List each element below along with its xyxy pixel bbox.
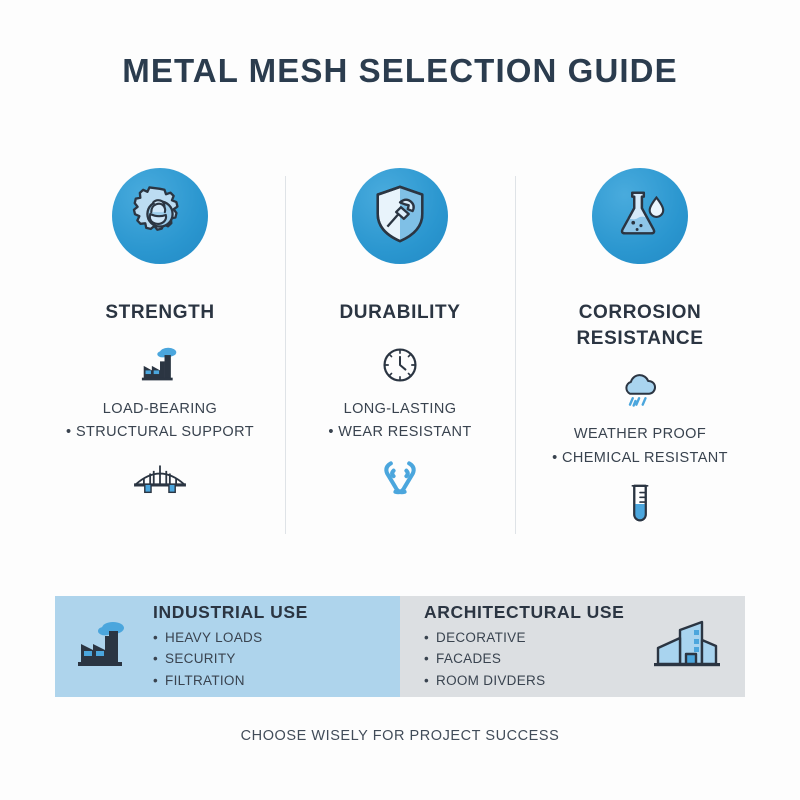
corrosion-resistance-sub-icon-top <box>618 373 662 413</box>
list-item: FACADES <box>424 648 624 669</box>
architectural-panel-body: ARCHITECTURAL USE DECORATIVE FACADES ROO… <box>424 602 624 690</box>
architectural-panel-icon <box>650 616 722 677</box>
durability-detail: LONG-LASTING • WEAR RESISTANT <box>328 398 471 445</box>
feature-column-strength: STRENGTH LOAD-BEARING • STRUCT <box>40 168 280 501</box>
flask-droplet-icon <box>611 185 669 248</box>
list-item: DECORATIVE <box>424 627 624 648</box>
durability-sub-icon-bottom <box>378 461 422 501</box>
corrosion-resistance-badge <box>592 168 688 264</box>
clock-icon <box>380 345 420 390</box>
rain-cloud-icon <box>618 371 662 416</box>
list-item: SECURITY <box>153 648 308 669</box>
durability-detail-line2: • WEAR RESISTANT <box>328 424 472 441</box>
durability-badge <box>352 168 448 264</box>
column-divider-1 <box>285 176 286 534</box>
strength-sub-icon-top <box>138 346 182 389</box>
strength-detail: LOAD-BEARING • STRUCTURAL SUPPORT <box>66 398 254 445</box>
strength-title: STRENGTH <box>105 302 215 323</box>
strength-detail-line2: • STRUCTURAL SUPPORT <box>66 424 254 441</box>
strength-badge <box>112 168 208 264</box>
chain-links-icon <box>378 456 422 505</box>
panel-architectural-use[interactable]: ARCHITECTURAL USE DECORATIVE FACADES ROO… <box>400 596 745 697</box>
list-item: ROOM DIVDERS <box>424 670 624 691</box>
factory-icon <box>73 616 135 677</box>
industrial-panel-title: INDUSTRIAL USE <box>153 602 308 623</box>
factory-icon <box>138 346 182 389</box>
strength-detail-line1: LOAD-BEARING <box>102 400 218 417</box>
feature-column-corrosion-resistance: CORROSION RESISTANCE WEATHER PROOF • CHE… <box>520 168 760 526</box>
architectural-panel-list: DECORATIVE FACADES ROOM DIVDERS <box>424 627 624 690</box>
shield-hammer-icon <box>371 183 429 250</box>
list-item: FILTRATION <box>153 670 308 691</box>
corrosion-resistance-detail-line2: • CHEMICAL RESISTANT <box>552 449 728 466</box>
use-case-panels: INDUSTRIAL USE HEAVY LOADS SECURITY FILT… <box>55 596 745 697</box>
industrial-panel-list: HEAVY LOADS SECURITY FILTRATION <box>153 627 308 690</box>
corrosion-resistance-detail-line1: WEATHER PROOF <box>573 426 707 443</box>
industrial-panel-body: INDUSTRIAL USE HEAVY LOADS SECURITY FILT… <box>153 602 308 690</box>
corrosion-resistance-sub-icon-bottom <box>627 484 653 526</box>
feature-column-durability: DURABILITY LONG-LASTING • WEAR RESIST <box>280 168 520 501</box>
panel-industrial-use[interactable]: INDUSTRIAL USE HEAVY LOADS SECURITY FILT… <box>55 596 400 697</box>
bridge-icon <box>132 461 188 500</box>
durability-sub-icon-top <box>380 348 420 388</box>
gear-bicep-icon <box>129 183 191 250</box>
footer-tagline: CHOOSE WISELY FOR PROJECT SUCCESS <box>240 728 560 744</box>
corrosion-resistance-detail: WEATHER PROOF • CHEMICAL RESISTANT <box>552 423 728 470</box>
page-title: METAL MESH SELECTION GUIDE <box>122 52 678 89</box>
feature-columns: STRENGTH LOAD-BEARING • STRUCT <box>40 168 760 548</box>
strength-sub-icon-bottom <box>132 461 188 501</box>
building-icon <box>650 616 722 677</box>
architectural-panel-title: ARCHITECTURAL USE <box>424 602 625 623</box>
industrial-panel-icon <box>73 616 135 677</box>
durability-detail-line1: LONG-LASTING <box>343 400 457 417</box>
column-divider-2 <box>515 176 516 534</box>
list-item: HEAVY LOADS <box>153 627 308 648</box>
durability-title: DURABILITY <box>339 302 461 323</box>
test-tube-icon <box>627 482 653 531</box>
corrosion-resistance-title: CORROSION RESISTANCE <box>576 302 704 349</box>
